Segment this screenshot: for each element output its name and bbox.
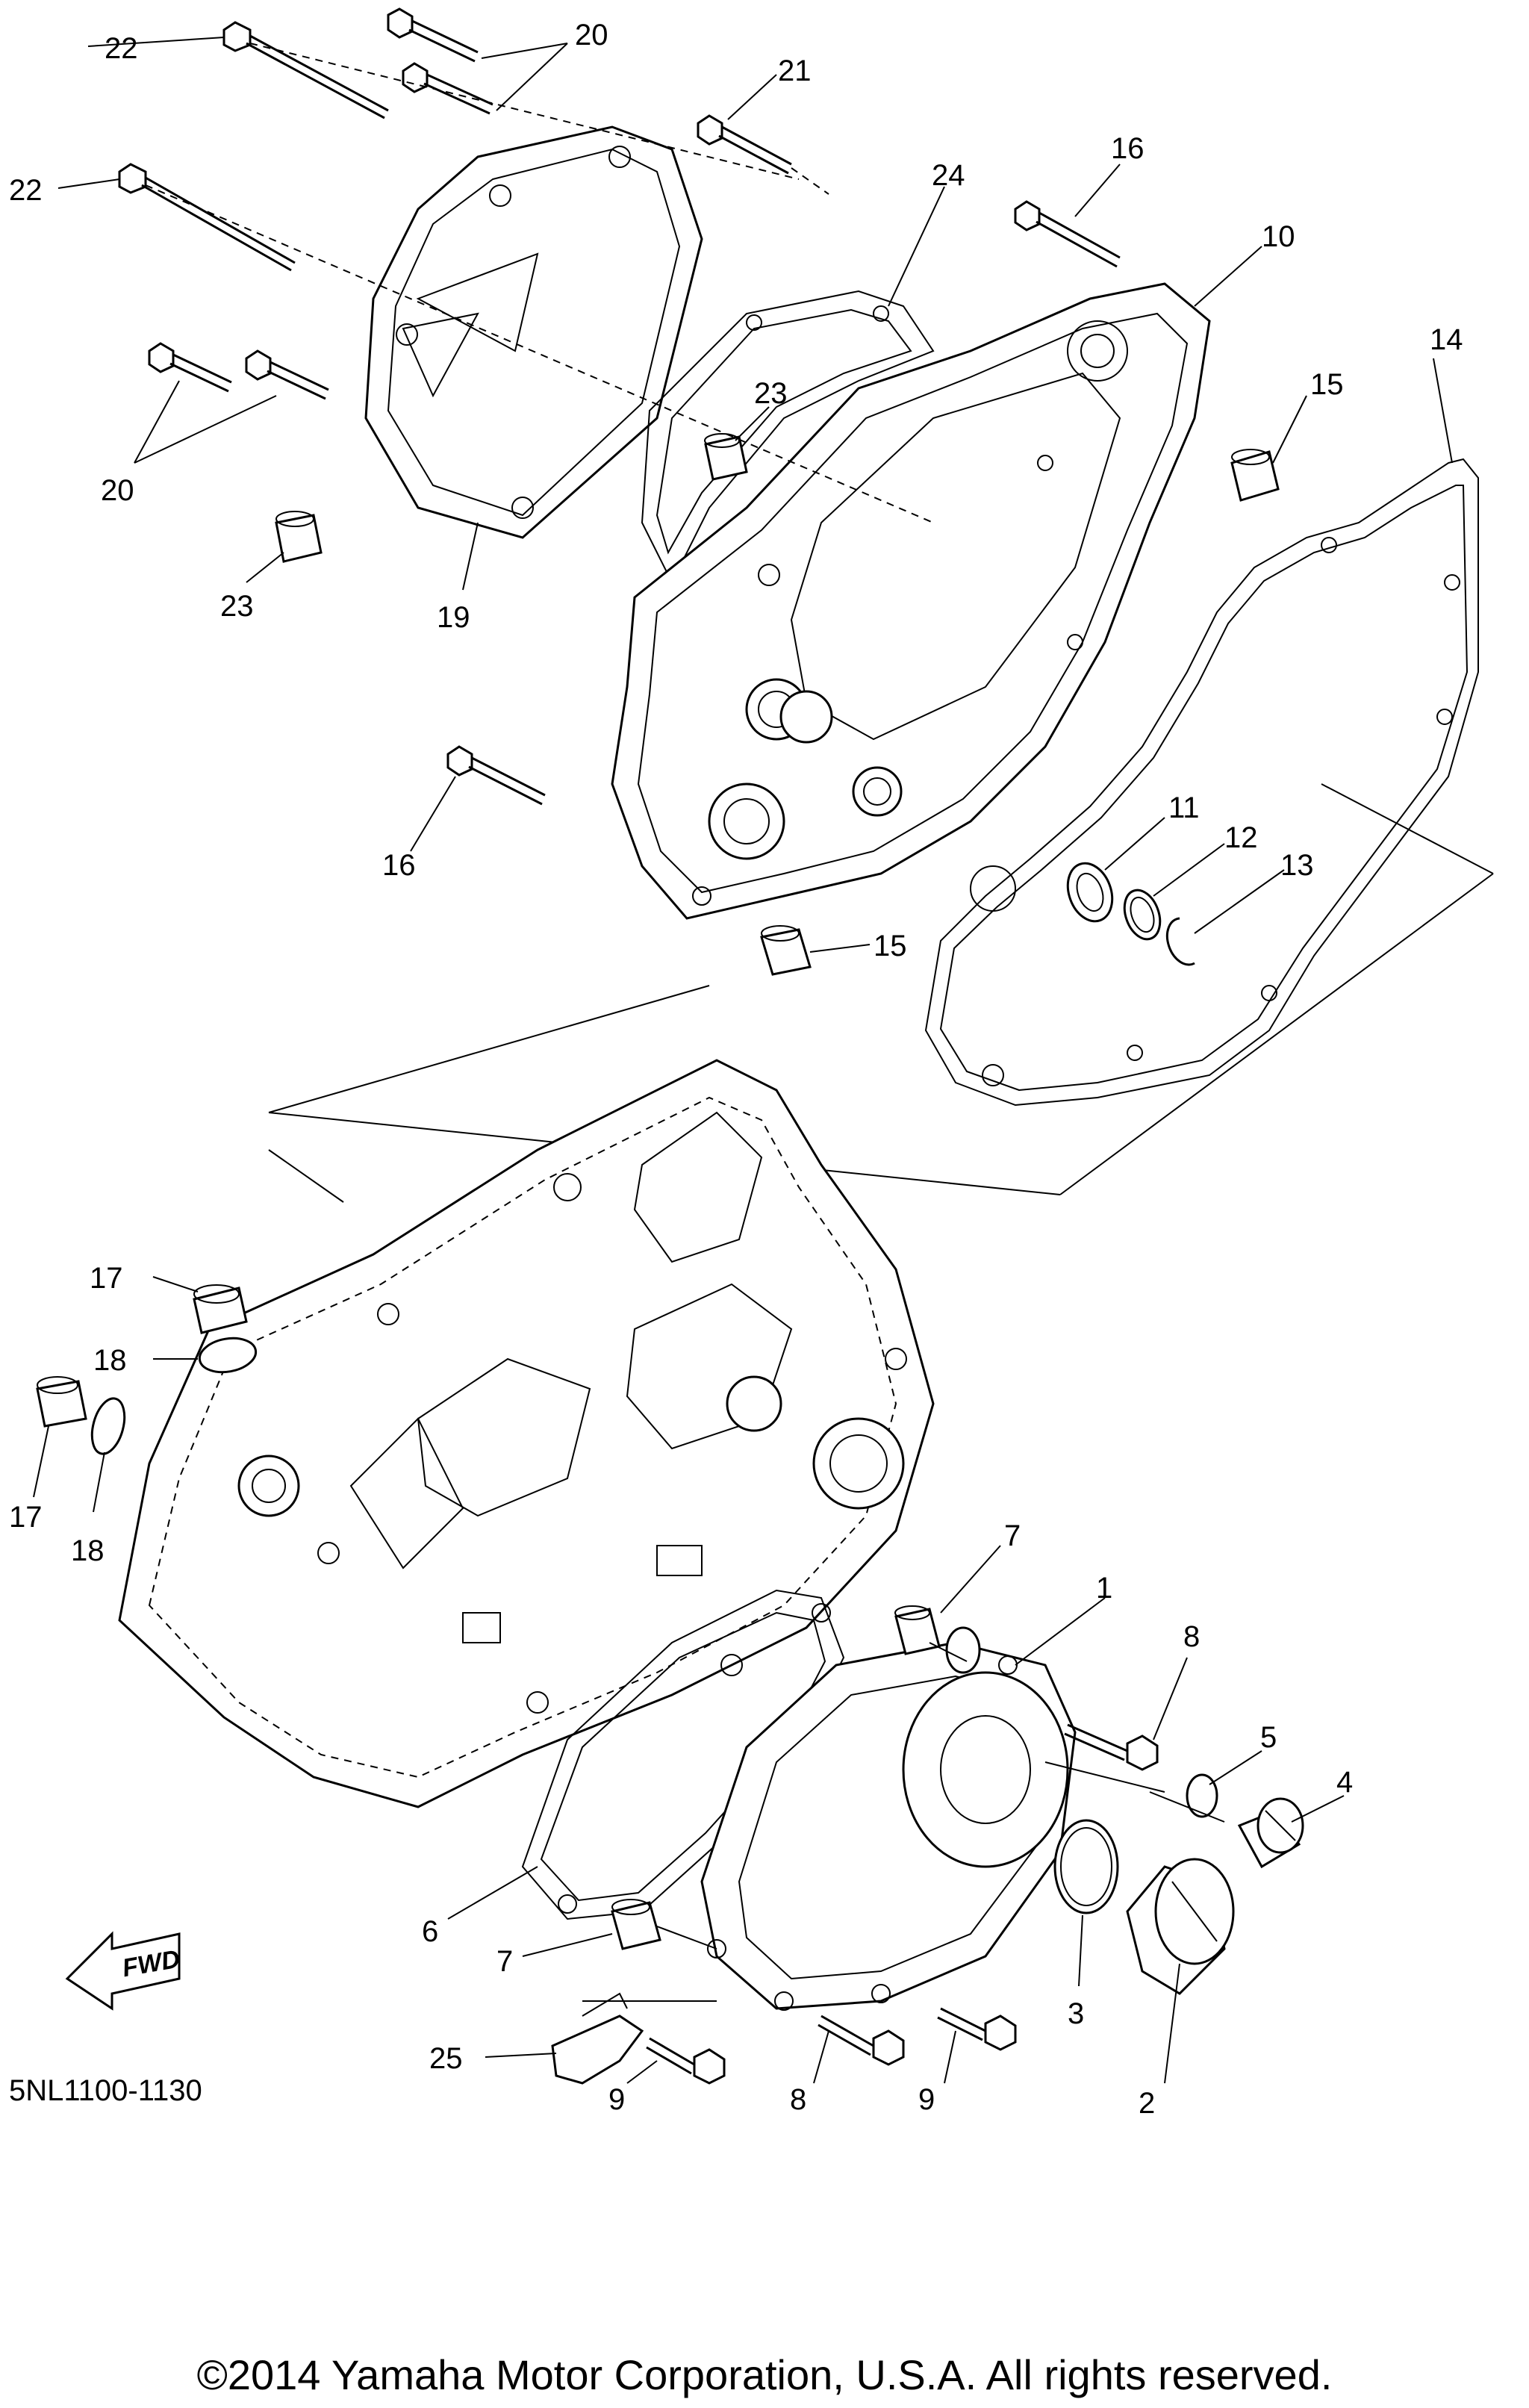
callout-13: 13: [1280, 849, 1314, 882]
callout-15: 15: [1310, 368, 1344, 401]
crankcase-cover-10: [611, 282, 1211, 920]
callout-7: 7: [496, 1945, 513, 1978]
clutch-cover-19: [364, 125, 703, 539]
callout-9: 9: [608, 2083, 625, 2116]
spacer-17-upper: [193, 1284, 248, 1334]
callout-1: 1: [1096, 1572, 1112, 1605]
callout-7: 7: [1004, 1519, 1021, 1552]
callout-18: 18: [93, 1344, 127, 1377]
callout-21: 21: [778, 55, 812, 87]
callout-2: 2: [1139, 2087, 1155, 2120]
callout-19: 19: [437, 601, 470, 634]
dowel-23-right: [704, 433, 748, 481]
bolt-16-lower: [446, 745, 546, 806]
bolts-20-bottom: [148, 342, 329, 400]
dowel-15-lower: [760, 925, 812, 976]
callout-17: 17: [9, 1501, 43, 1534]
copyright-notice: ©2014 Yamaha Motor Corporation, U.S.A. A…: [196, 2351, 1333, 2398]
callout-20: 20: [101, 474, 134, 507]
callout-25: 25: [429, 2042, 463, 2075]
callout-14: 14: [1430, 323, 1463, 356]
callout-5: 5: [1260, 1721, 1277, 1754]
magneto-cover-1: [700, 1626, 1077, 2011]
bolts-20-top: [387, 7, 493, 115]
callout-3: 3: [1068, 1997, 1084, 2030]
callout-16: 16: [382, 849, 416, 882]
callout-24: 24: [932, 159, 965, 192]
o-ring-3: [1053, 1819, 1119, 1914]
crankcase-assembly: [118, 1059, 935, 1808]
callout-6: 6: [422, 1915, 438, 1948]
diagram-code: 5NL1100-1130: [9, 2074, 202, 2107]
bolt-22-lower: [118, 163, 296, 272]
dowel-23-left: [275, 511, 323, 563]
circlip-13: [1165, 917, 1195, 966]
plug-4: [1237, 1797, 1304, 1869]
callout-12: 12: [1224, 821, 1258, 854]
callout-8: 8: [1183, 1620, 1200, 1653]
bolt-8-lower: [818, 2015, 905, 2066]
callout-22: 22: [105, 32, 138, 65]
callout-22: 22: [9, 174, 43, 207]
o-ring-18-lower: [90, 1397, 126, 1455]
dowel-7-lower: [611, 1899, 661, 1950]
callout-numbers: 22 22 20 20 21 24 16 10 23 23 19 14 15 1…: [9, 19, 1463, 2120]
bolt-22-upper: [222, 21, 389, 119]
bolt-8-upper: [1064, 1723, 1159, 1771]
callout-20: 20: [575, 19, 608, 52]
callout-16: 16: [1111, 132, 1145, 165]
alignment-lines-lower: [582, 1642, 1225, 2002]
bolt-9-right: [937, 2007, 1017, 2051]
bolt-16-upper: [1014, 200, 1121, 268]
bolt-21: [697, 114, 792, 175]
bolt-9-left: [646, 2037, 726, 2085]
fwd-arrow-icon: FWD: [65, 1931, 182, 2011]
gasket-14: [924, 458, 1479, 1107]
callout-15: 15: [874, 930, 907, 962]
dowel-7-upper: [894, 1605, 941, 1655]
callout-8: 8: [790, 2083, 806, 2116]
oil-seal-11: [1066, 862, 1114, 923]
callout-11: 11: [1168, 791, 1200, 824]
callout-9: 9: [918, 2083, 935, 2116]
o-ring-12: [1123, 889, 1162, 941]
leader-lines: [33, 37, 1453, 2084]
callout-18: 18: [71, 1534, 105, 1567]
plug-2: [1126, 1858, 1235, 1995]
callout-4: 4: [1336, 1766, 1353, 1799]
callout-10: 10: [1262, 220, 1295, 253]
callout-23: 23: [220, 590, 254, 623]
clamp-25: [551, 1992, 644, 2085]
callout-17: 17: [90, 1262, 123, 1295]
dowel-15-upper: [1230, 449, 1280, 502]
gasket-24: [641, 290, 935, 585]
callout-23: 23: [754, 377, 788, 410]
o-ring-18-upper: [198, 1337, 258, 1374]
spacer-17-lower: [36, 1376, 87, 1428]
o-ring-5: [1186, 1773, 1218, 1818]
